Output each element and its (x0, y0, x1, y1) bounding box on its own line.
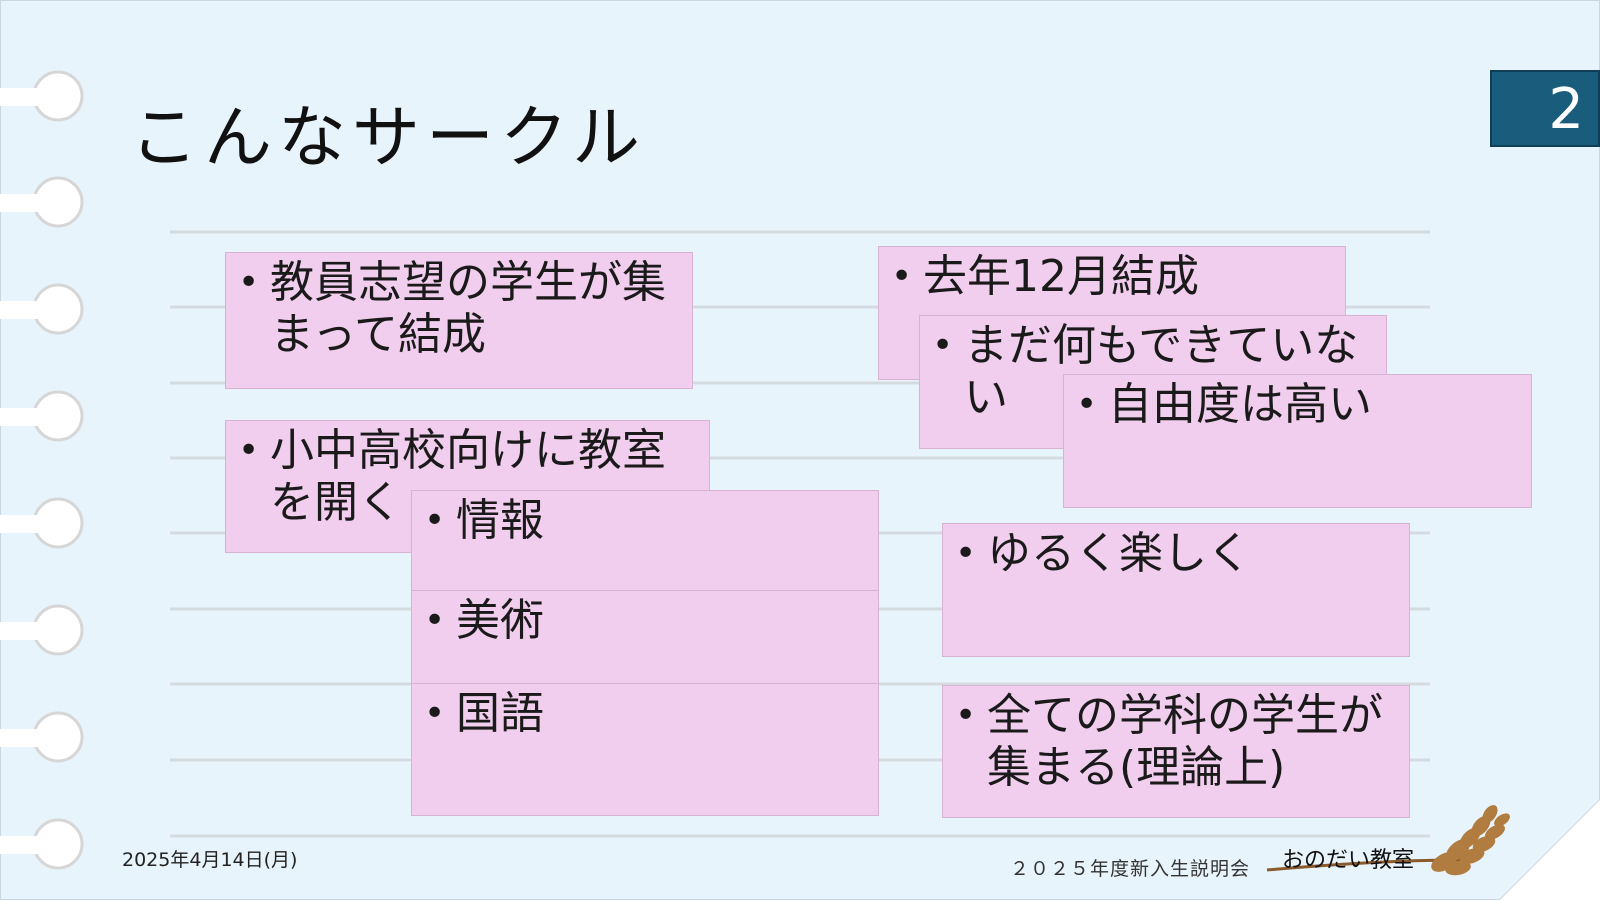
bullet-item: 自由度は高い (1076, 379, 1521, 431)
binder-ring-icon (0, 711, 84, 763)
footer-date: 2025年4月14日(月) (122, 849, 298, 871)
text-box-all-departments[interactable]: 全ての学科の学生が集まる(理論上) (942, 685, 1410, 818)
binder-ring-icon (0, 176, 84, 228)
text-box-founding[interactable]: 教員志望の学生が集まって結成 (225, 252, 693, 389)
footer-event-name: ２０２５年度新入生説明会 (1010, 858, 1251, 880)
binder-ring-icon (0, 390, 84, 442)
text-box-relaxed[interactable]: ゆるく楽しく (942, 523, 1410, 657)
bullet-item: 教員志望の学生が集まって結成 (238, 257, 682, 361)
binder-ring-icon (0, 818, 84, 870)
text-box-classroom[interactable]: 小中高校向けに教室を開く (225, 420, 710, 553)
bullet-item: 去年12月結成 (891, 251, 1335, 303)
wheat-icon (1266, 805, 1510, 876)
text-box-japanese[interactable]: 国語 (411, 683, 879, 816)
binder-ring-icon (0, 283, 84, 335)
bullet-item: 情報 (424, 495, 868, 547)
page-number-badge: 2 (1490, 70, 1600, 147)
slide-title: こんなサークル (130, 99, 646, 178)
binder-ring-icon (0, 497, 84, 549)
binder-ring-icon (0, 604, 84, 656)
bullet-item: まだ何もできていない (932, 320, 1376, 424)
logo-text: おのだい教室 (1282, 848, 1415, 873)
bullet-item: 国語 (424, 688, 868, 740)
text-box-freedom[interactable]: 自由度は高い (1063, 374, 1532, 508)
bullet-item: 小中高校向けに教室を開く (238, 425, 699, 529)
bullet-item: 美術 (424, 595, 868, 647)
text-box-informatics[interactable]: 情報 (411, 490, 879, 591)
bullet-item: ゆるく楽しく (955, 528, 1399, 580)
binder-ring-icon (0, 70, 84, 122)
bullet-item: 全ての学科の学生が集まる(理論上) (955, 690, 1399, 794)
text-box-art[interactable]: 美術 (411, 590, 879, 684)
binder-rings (0, 70, 84, 870)
